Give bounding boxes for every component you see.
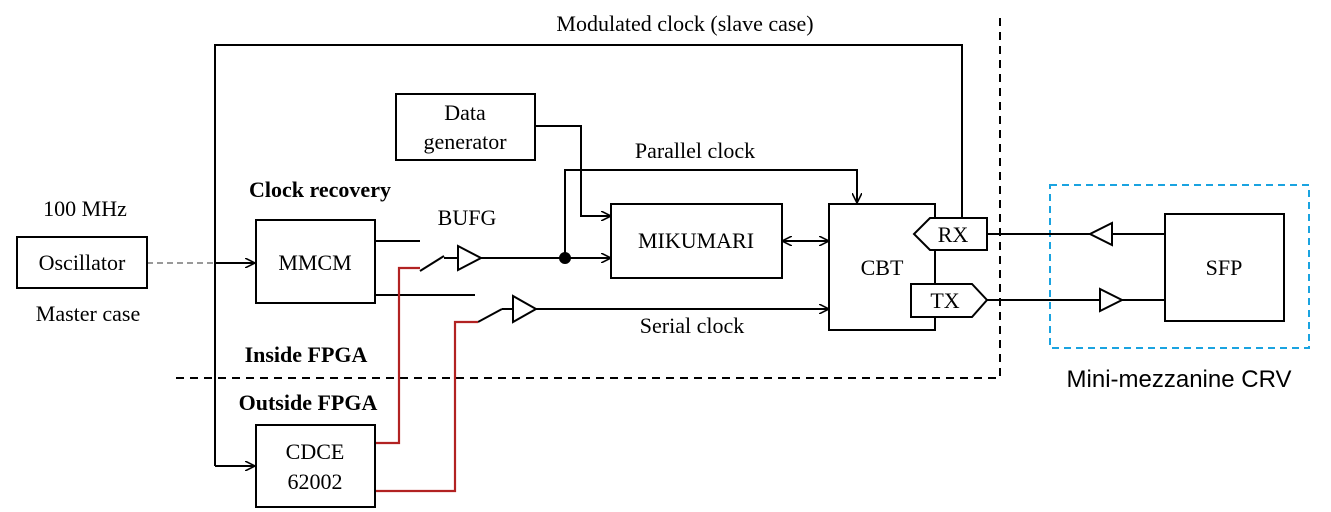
switch2-wire (477, 308, 503, 323)
sfp-box (1164, 213, 1285, 322)
tx-label: TX (930, 288, 959, 313)
master-case-label: Master case (36, 301, 140, 326)
parallel-clock-label: Parallel clock (635, 138, 755, 163)
outside-fpga-label: Outside FPGA (239, 390, 378, 415)
mini-mezzanine-border (1049, 184, 1310, 349)
mmcm-box (255, 219, 376, 304)
data-generator-box (395, 93, 536, 161)
oscillator-box (16, 236, 148, 289)
sfp-label: SFP (1206, 255, 1243, 280)
red-wires (375, 266, 478, 493)
mini-mezzanine-label: Mini-mezzanine CRV (1067, 366, 1292, 393)
mikumari-label: MIKUMARI (638, 228, 754, 253)
parallel-clock-wire (564, 169, 857, 257)
modulated-clock-label: Modulated clock (slave case) (556, 11, 813, 36)
sfp-tx-buffer (1099, 287, 1125, 313)
bufg-label: BUFG (438, 205, 497, 230)
data-generator-label-2: generator (423, 129, 507, 154)
cdce-label-2: 62002 (288, 469, 343, 494)
switch1-wire (419, 255, 445, 272)
data-generator-label-1: Data (444, 100, 486, 125)
frequency-label: 100 MHz (43, 196, 127, 221)
bufg-1-buffer (457, 244, 484, 272)
sfp-rx-buffer (1087, 221, 1113, 247)
junction-dot (559, 252, 571, 264)
rx-label: RX (938, 222, 969, 247)
cbt-label: CBT (861, 255, 904, 280)
tx-port (910, 283, 989, 318)
modulated-clock-wire (214, 44, 963, 466)
cdce-box (255, 424, 376, 508)
rx-port (912, 217, 988, 251)
oscillator-label: Oscillator (39, 250, 126, 275)
serial-clock-label: Serial clock (640, 313, 744, 338)
inside-fpga-label: Inside FPGA (245, 342, 368, 367)
clock-recovery-label: Clock recovery (249, 177, 391, 202)
buffers (457, 221, 1125, 324)
cdce-label-1: CDCE (286, 439, 345, 464)
fpga-boundary (176, 18, 1001, 379)
mikumari-box (610, 203, 783, 279)
bufg-2-buffer (512, 294, 539, 324)
mmcm-label: MMCM (278, 250, 351, 275)
wires (214, 44, 1165, 466)
